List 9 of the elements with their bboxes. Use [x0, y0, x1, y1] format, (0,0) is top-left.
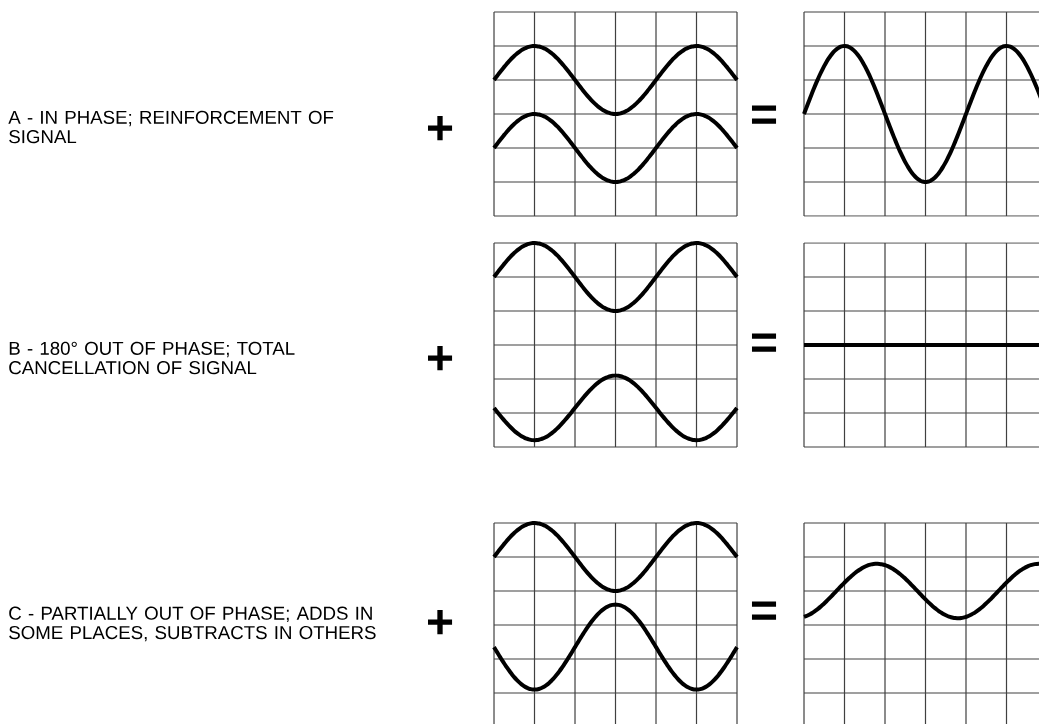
plus-sign: +	[428, 345, 453, 371]
equals-sign: =	[752, 333, 777, 352]
plus-sign: +	[428, 609, 453, 635]
equals-sign: =	[752, 601, 777, 620]
description-text: B - 180° OUT OF PHASE; TOTAL CANCELLATION OF SIGNAL	[9, 341, 295, 375]
plus-sign: +	[428, 115, 453, 141]
equals-sign: =	[752, 105, 777, 124]
description-text: C - PARTIALLY OUT OF PHASE; ADDS IN SOME PLACES, SUBTRACTS IN OTHERS	[9, 606, 376, 642]
description-text: A - IN PHASE; REINFORCEMENT OF SIGNAL	[8, 110, 334, 144]
